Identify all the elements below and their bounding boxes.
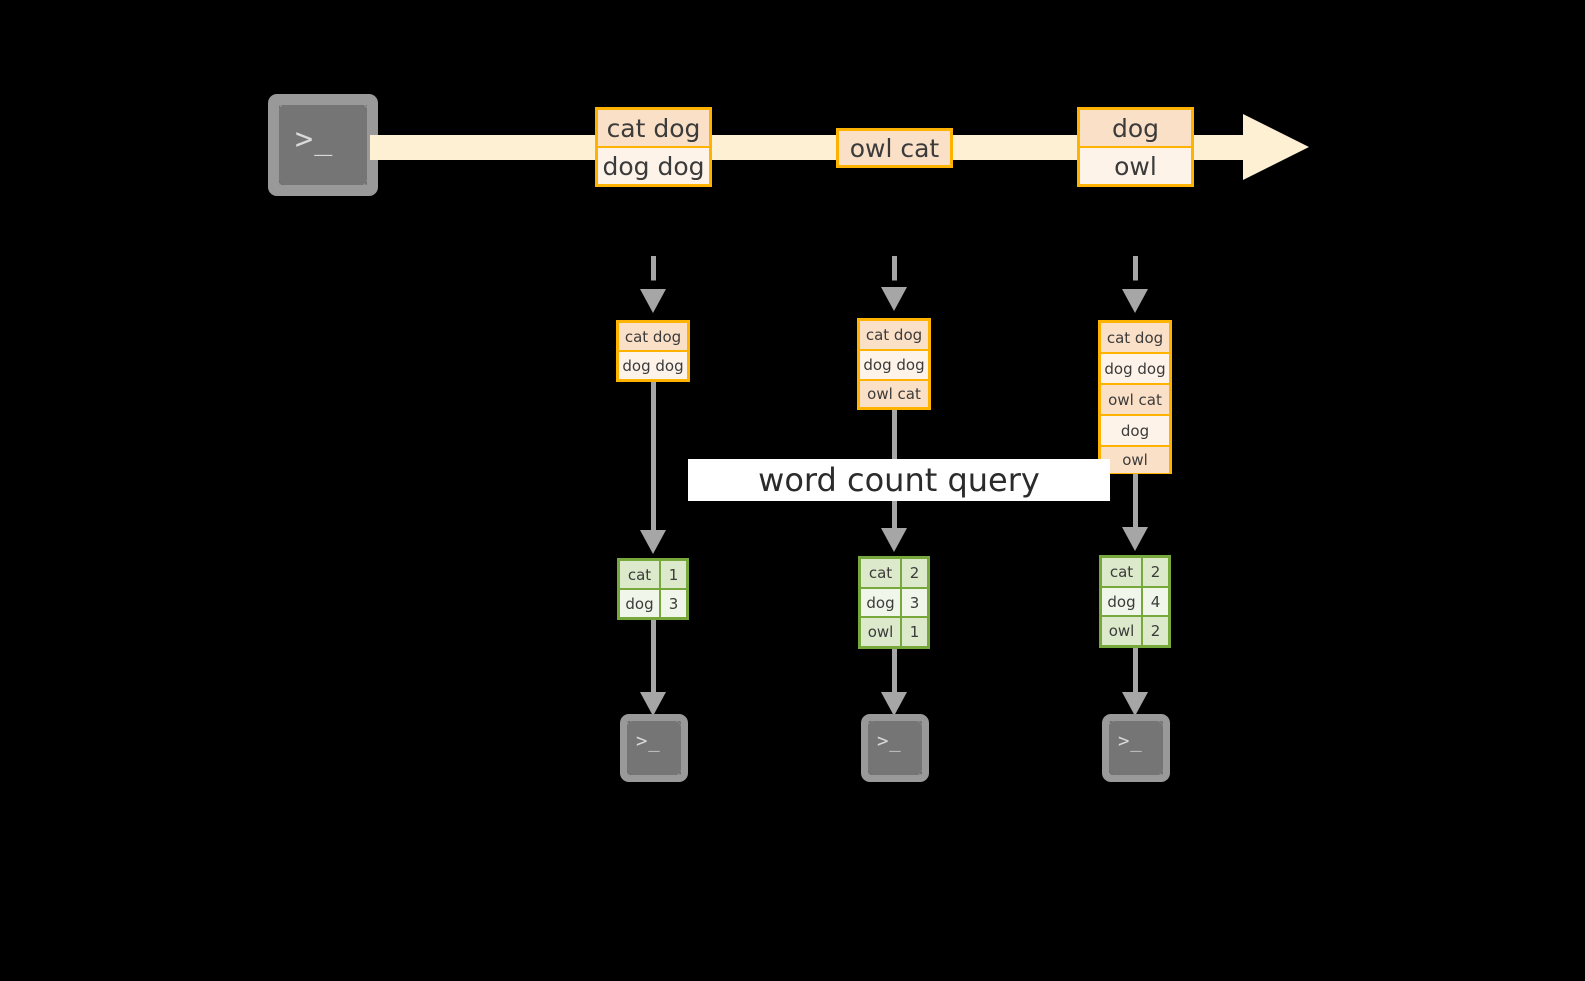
- snapshot-3-query-arrow-line: [1133, 474, 1138, 535]
- log-cell: owl: [1101, 447, 1169, 473]
- count-word: dog: [620, 590, 661, 617]
- query-banner: word count query: [688, 459, 1110, 501]
- count-word: owl: [861, 618, 902, 647]
- table-row: dog 3: [861, 588, 927, 619]
- stream-event-cell: cat dog: [598, 110, 709, 148]
- terminal-screen: [1109, 721, 1163, 775]
- count-word: cat: [620, 561, 661, 588]
- count-value: 4: [1143, 587, 1168, 616]
- terminal-screen: [627, 721, 681, 775]
- table-row: cat 2: [861, 559, 927, 589]
- stream-event-group-3: dog owl: [1077, 107, 1194, 187]
- snapshot-2-output-arrow-line: [892, 649, 897, 698]
- count-word: cat: [861, 559, 902, 587]
- snapshot-1-query-arrow-line: [651, 382, 656, 537]
- table-row: cat 1: [620, 561, 686, 590]
- count-word: dog: [861, 588, 902, 617]
- snapshot-2-output-arrow-head: [881, 692, 907, 716]
- count-value: 2: [1143, 617, 1168, 646]
- count-word: owl: [1102, 617, 1143, 646]
- terminal-prompt-glyph: >_: [1118, 730, 1143, 752]
- count-value: 2: [1143, 558, 1168, 586]
- count-value: 2: [902, 559, 927, 587]
- terminal-screen: [868, 721, 922, 775]
- stream-event-cell: owl cat: [839, 131, 950, 165]
- snapshot-2-count-table: cat 2 dog 3 owl 1: [858, 556, 930, 649]
- stream-event-group-2: owl cat: [836, 128, 953, 168]
- terminal-screen: [279, 105, 367, 185]
- terminal-prompt-glyph: >_: [636, 730, 661, 752]
- count-value: 1: [902, 618, 927, 647]
- table-row: dog 4: [1102, 587, 1168, 618]
- snapshot-3-consumer-terminal-icon: >_: [1102, 714, 1170, 782]
- table-row: owl 2: [1102, 617, 1168, 646]
- snapshot-3-log-box: cat dog dog dog owl cat dog owl: [1098, 320, 1172, 474]
- snapshot-1-output-arrow-head: [640, 692, 666, 716]
- log-cell: dog dog: [860, 351, 928, 381]
- count-value: 3: [661, 590, 686, 617]
- log-cell: cat dog: [1101, 323, 1169, 354]
- event-stream-arrowhead: [1243, 114, 1309, 180]
- snapshot-3-inbound-arrow-line: [1133, 256, 1138, 298]
- stream-event-cell: dog: [1080, 110, 1191, 148]
- snapshot-2-query-arrow-head: [881, 528, 907, 552]
- count-word: cat: [1102, 558, 1143, 586]
- snapshot-2-inbound-arrow-head: [881, 287, 907, 311]
- table-row: owl 1: [861, 618, 927, 647]
- log-cell: dog: [1101, 416, 1169, 447]
- snapshot-3-inbound-arrow-head: [1122, 289, 1148, 313]
- snapshot-3-output-arrow-head: [1122, 692, 1148, 716]
- table-row: dog 3: [620, 590, 686, 617]
- stream-event-cell: owl: [1080, 148, 1191, 184]
- count-value: 3: [902, 588, 927, 617]
- snapshot-1-query-arrow-head: [640, 530, 666, 554]
- snapshot-2-inbound-arrow-line: [892, 256, 897, 298]
- terminal-prompt-glyph: >_: [295, 122, 334, 157]
- count-value: 1: [661, 561, 686, 588]
- snapshot-1-inbound-arrow-line: [651, 256, 656, 298]
- snapshot-3-count-table: cat 2 dog 4 owl 2: [1099, 555, 1171, 648]
- producer-terminal-icon: >_: [268, 94, 378, 196]
- log-cell: cat dog: [860, 321, 928, 351]
- log-cell: owl cat: [1101, 385, 1169, 416]
- snapshot-3-query-arrow-head: [1122, 527, 1148, 551]
- log-cell: dog dog: [619, 352, 687, 379]
- snapshot-1-inbound-arrow-head: [640, 289, 666, 313]
- log-cell: owl cat: [860, 381, 928, 407]
- snapshot-1-consumer-terminal-icon: >_: [620, 714, 688, 782]
- snapshot-1-count-table: cat 1 dog 3: [617, 558, 689, 620]
- stream-event-group-1: cat dog dog dog: [595, 107, 712, 187]
- stream-event-cell: dog dog: [598, 148, 709, 184]
- count-word: dog: [1102, 587, 1143, 616]
- log-cell: dog dog: [1101, 354, 1169, 385]
- snapshot-1-output-arrow-line: [651, 620, 656, 698]
- terminal-prompt-glyph: >_: [877, 730, 902, 752]
- log-cell: cat dog: [619, 323, 687, 352]
- table-row: cat 2: [1102, 558, 1168, 588]
- snapshot-2-log-box: cat dog dog dog owl cat: [857, 318, 931, 410]
- snapshot-2-consumer-terminal-icon: >_: [861, 714, 929, 782]
- snapshot-1-log-box: cat dog dog dog: [616, 320, 690, 382]
- snapshot-3-output-arrow-line: [1133, 648, 1138, 698]
